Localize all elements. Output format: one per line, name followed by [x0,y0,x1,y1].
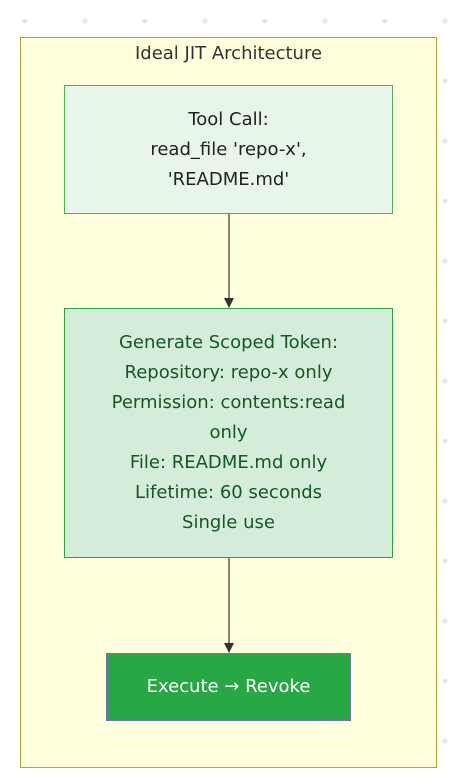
node-tool-call-line: read_file 'repo-x', [150,138,307,160]
node-tool-call-line: 'README.md' [167,168,290,190]
node-scoped-token-line: only [209,422,248,443]
node-scoped-token-line: Permission: contents:read [111,392,346,413]
node-tool-call: Tool Call: read_file 'repo-x', 'README.m… [64,85,393,214]
node-scoped-token-line: Repository: repo-x only [124,362,333,383]
node-tool-call-line: Tool Call: [188,108,269,130]
node-scoped-token-line: Single use [182,512,275,533]
node-scoped-token-line: File: README.md only [129,452,328,473]
node-scoped-token-line: Generate Scoped Token: [118,332,339,353]
node-generate-scoped-token: Generate Scoped Token: Repository: repo-… [64,308,393,558]
node-execute-label: Execute → Revoke [146,676,311,697]
subgraph-title: Ideal JIT Architecture [134,43,323,64]
node-scoped-token-line: Lifetime: 60 seconds [134,482,323,503]
node-execute-revoke: Execute → Revoke [106,653,351,721]
